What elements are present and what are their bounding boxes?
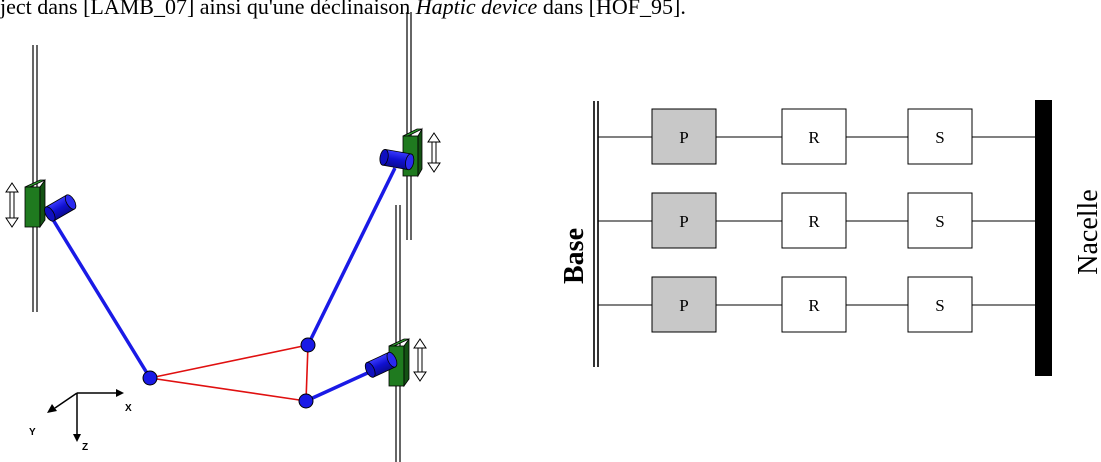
base-label: Base <box>559 228 590 284</box>
prismatic-joint-box <box>651 192 717 249</box>
double-arrow-right-top-icon <box>427 132 441 173</box>
sphere-joint-3 <box>298 393 314 409</box>
spherical-joint-box <box>907 108 973 165</box>
prismatic-label: P <box>679 296 688 315</box>
revolute-label: R <box>808 212 820 231</box>
leg-left <box>50 217 152 379</box>
cylinder-left <box>44 194 77 222</box>
revolute-joint-box <box>781 276 847 333</box>
prismatic-joint-box <box>651 108 717 165</box>
slider-left <box>24 178 46 229</box>
spherical-label: S <box>935 296 944 315</box>
revolute-label: R <box>808 296 820 315</box>
caption-text: ject dans [LAMB_07] ainsi qu'une déclina… <box>0 0 1101 22</box>
guide-rail-right-bottom <box>395 205 401 462</box>
revolute-joint-box <box>781 192 847 249</box>
revolute-label: R <box>808 128 820 147</box>
leg-right-top <box>306 167 397 346</box>
spherical-joint-box <box>907 276 973 333</box>
spherical-label: S <box>935 128 944 147</box>
base-bar <box>593 101 599 367</box>
spherical-joint-box <box>907 192 973 249</box>
chain-3: P R S <box>598 276 1035 333</box>
axis-label-x: X <box>125 403 132 414</box>
cylinder-right-top <box>379 148 415 171</box>
sphere-joint-2 <box>300 337 316 353</box>
caption-italic: Haptic device <box>415 0 538 19</box>
robot-3d-drawing: X Y Z <box>5 12 441 462</box>
revolute-joint-box <box>781 108 847 165</box>
prismatic-joint-box <box>651 276 717 333</box>
chain-1: P R S <box>598 108 1035 165</box>
spherical-label: S <box>935 212 944 231</box>
double-arrow-left-icon <box>5 182 19 228</box>
axis-label-z: Z <box>82 442 88 453</box>
double-arrow-right-bottom-icon <box>413 338 427 382</box>
leg-right-bottom <box>305 368 375 403</box>
caption-suffix: dans [HOF_95]. <box>537 0 686 19</box>
caption-prefix: ject dans [LAMB_07] ainsi qu'une déclina… <box>0 0 416 19</box>
axis-label-y: Y <box>29 427 36 438</box>
sphere-joint-1 <box>142 370 158 386</box>
prismatic-label: P <box>679 128 688 147</box>
chain-2: P R S <box>598 192 1035 249</box>
coordinate-axes: X Y Z <box>29 389 132 453</box>
mobile-platform-triangle <box>149 344 309 402</box>
kinematic-schematic: P R S P R S P R S Base Nacelle <box>559 100 1101 376</box>
nacelle-label: Nacelle <box>1073 189 1101 275</box>
cylinder-right-bottom <box>364 351 398 378</box>
guide-rail-right-top <box>406 12 412 240</box>
prismatic-label: P <box>679 212 688 231</box>
guide-rail-left <box>32 45 38 312</box>
nacelle-bar <box>1035 100 1052 376</box>
